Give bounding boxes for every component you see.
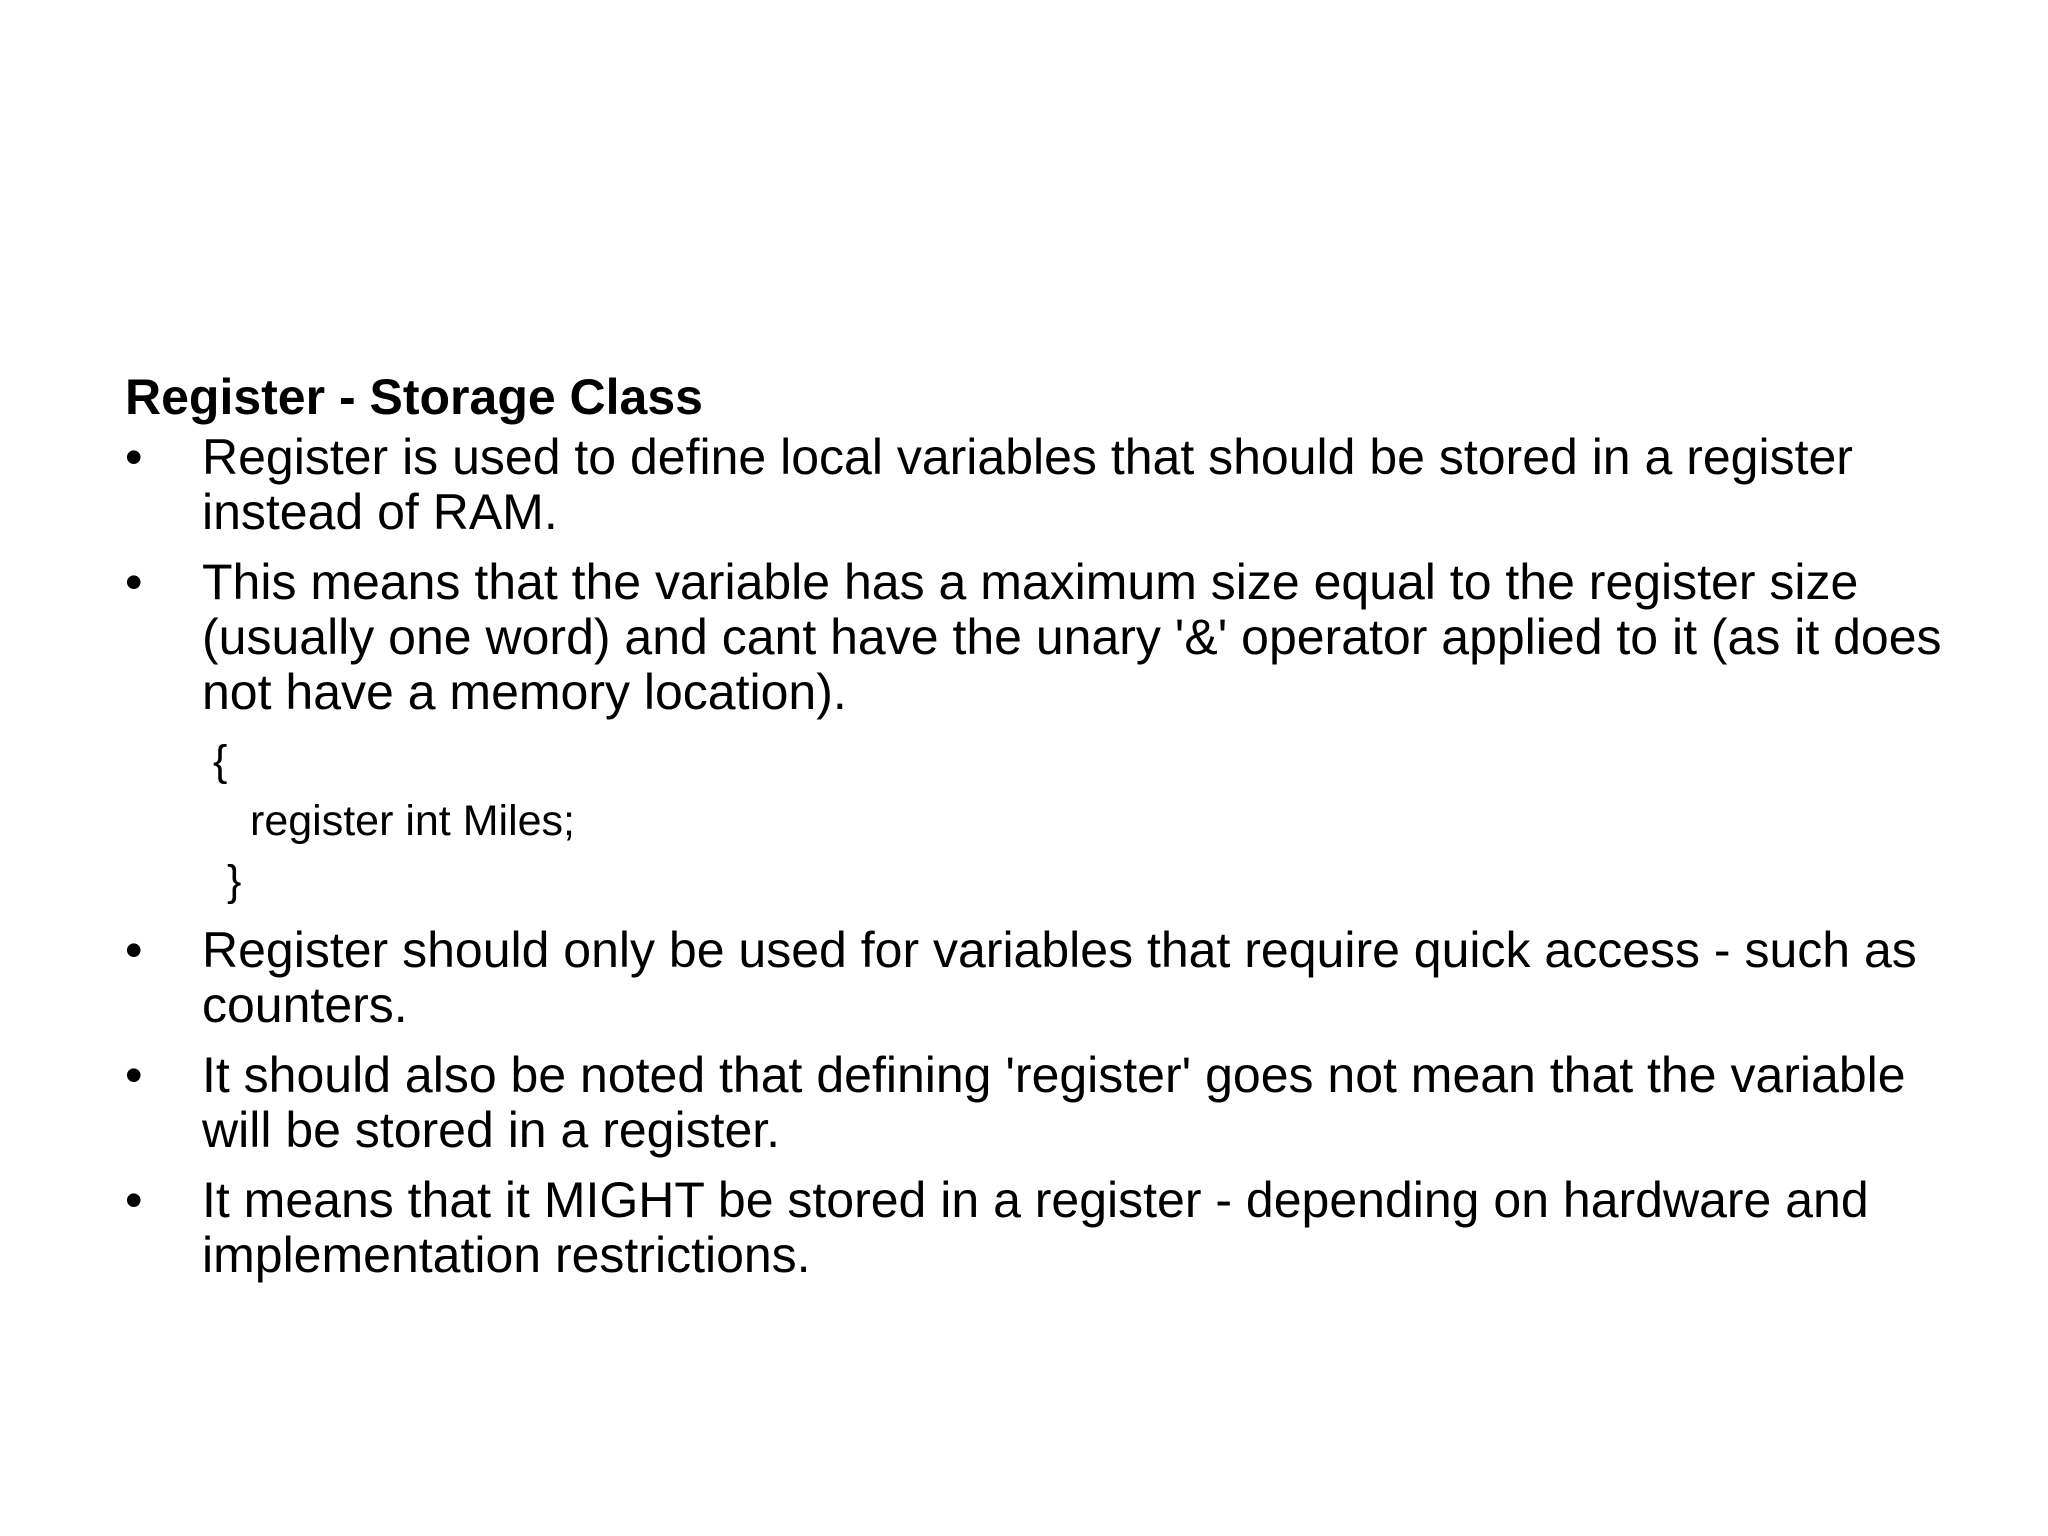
bullet-text: It means that it MIGHT be stored in a re…	[202, 1172, 1869, 1283]
bullet-list-top: • Register is used to define local varia…	[125, 430, 1955, 720]
bullet-list-bottom: • Register should only be used for varia…	[125, 923, 1955, 1283]
code-close-brace: }	[227, 857, 242, 905]
bullet-icon: •	[125, 1172, 143, 1228]
bullet-text: Register should only be used for variabl…	[202, 922, 1917, 1033]
bullet-icon: •	[125, 922, 143, 978]
code-open-brace: {	[213, 737, 228, 785]
bullet-item: • This means that the variable has a max…	[125, 555, 1955, 720]
bullet-text: This means that the variable has a maxim…	[202, 554, 1942, 720]
bullet-icon: •	[125, 554, 143, 610]
bullet-text: Register is used to define local variabl…	[202, 429, 1853, 540]
bullet-text: It should also be noted that defining 'r…	[202, 1047, 1906, 1158]
bullet-item: • It should also be noted that defining …	[125, 1048, 1955, 1158]
bullet-icon: •	[125, 429, 143, 485]
bullet-item: • It means that it MIGHT be stored in a …	[125, 1173, 1955, 1283]
code-snippet: { register int Miles; }	[125, 731, 1955, 911]
bullet-item: • Register is used to define local varia…	[125, 430, 1955, 540]
code-statement: register int Miles;	[250, 797, 575, 845]
slide-content: Register - Storage Class • Register is u…	[125, 368, 1955, 1298]
bullet-item: • Register should only be used for varia…	[125, 923, 1955, 1033]
bullet-icon: •	[125, 1047, 143, 1103]
slide-heading: Register - Storage Class	[125, 369, 703, 425]
